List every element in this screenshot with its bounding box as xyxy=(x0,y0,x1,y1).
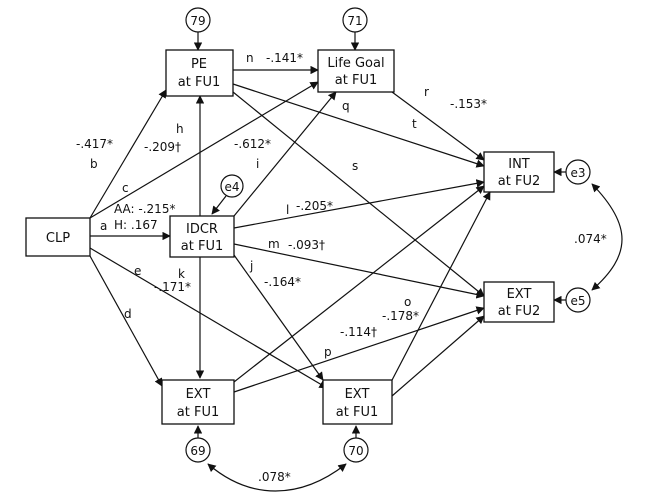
error-ext-right-label: 70 xyxy=(348,444,363,458)
node-ext-fu2: EXT at FU2 xyxy=(483,281,555,323)
path-label-c-coef: -.612* xyxy=(234,137,271,151)
node-lifegoal-line2: at FU1 xyxy=(335,73,377,88)
path-label-n: n xyxy=(246,51,254,65)
path-l-idcr-int xyxy=(233,179,485,229)
path-label-n-coef: -.141* xyxy=(266,51,303,65)
path-c-clp-lifegoal xyxy=(89,81,319,219)
path-label-k: k xyxy=(178,267,185,281)
error-pe-label: 79 xyxy=(190,14,205,28)
covariance-ext-fu1 xyxy=(207,463,347,492)
error-ext-left-label: 69 xyxy=(190,444,205,458)
node-ext2-line2: at FU2 xyxy=(498,304,540,319)
error-idcr-label: e4 xyxy=(224,180,239,194)
error-ext2-label: e5 xyxy=(570,294,585,308)
path-d-clp-ext-left xyxy=(89,255,163,387)
path-t-ext-left-int xyxy=(233,185,485,383)
node-idcr-line1: IDCR xyxy=(186,222,218,237)
path-label-a: a xyxy=(100,219,107,233)
error-ext-right: 70 xyxy=(343,437,369,463)
node-idcr-line2: at FU1 xyxy=(181,239,223,254)
error-int-label: e3 xyxy=(570,166,585,180)
path-label-d: d xyxy=(124,307,132,321)
path-s-pe-ext2 xyxy=(232,91,485,297)
error-arrow-idcr xyxy=(211,195,227,215)
path-q-pe-int xyxy=(232,83,485,168)
path-label-m-coef: -.093† xyxy=(288,238,325,252)
path-label-p: p xyxy=(324,345,332,359)
covariance-label-int-ext2: .074* xyxy=(574,232,607,246)
node-pe-line1: PE xyxy=(191,57,207,72)
node-pe-line2: at FU1 xyxy=(178,75,220,90)
path-label-h-path: -.209† xyxy=(144,140,181,154)
path-label-r: r xyxy=(424,85,429,99)
node-ext-left-line2: at FU1 xyxy=(177,405,219,420)
node-ext-left-line1: EXT xyxy=(186,387,211,402)
path-label-l-coef: -.205* xyxy=(296,199,333,213)
node-ext-right-line2: at FU1 xyxy=(336,405,378,420)
node-pe: PE at FU1 xyxy=(165,49,234,97)
path-m-idcr-ext2 xyxy=(233,243,485,299)
path-label-h-coef: H: .167 xyxy=(114,218,158,232)
node-ext-fu1-right: EXT at FU1 xyxy=(322,379,393,425)
path-label-k-coef: -.171* xyxy=(154,280,191,294)
error-lifegoal: 71 xyxy=(342,7,368,33)
path-label-q: q xyxy=(342,99,350,113)
path-label-h: h xyxy=(176,122,184,136)
node-idcr: IDCR at FU1 xyxy=(169,215,235,258)
error-ext-left: 69 xyxy=(185,437,211,463)
covariance-label-ext-fu1: .078* xyxy=(258,470,291,484)
path-label-m: m xyxy=(268,237,280,251)
error-pe: 79 xyxy=(185,7,211,33)
node-ext-right-line1: EXT xyxy=(345,387,370,402)
node-ext2-line1: EXT xyxy=(507,287,532,302)
path-label-l: l xyxy=(286,203,289,217)
path-label-i: i xyxy=(256,157,259,171)
node-life-goal: Life Goal at FU1 xyxy=(317,49,395,93)
error-int: e3 xyxy=(565,159,591,185)
path-label-p-coef: -.114† xyxy=(340,325,377,339)
node-clp: CLP xyxy=(25,217,91,257)
path-label-c: c xyxy=(122,181,129,195)
node-lifegoal-line1: Life Goal xyxy=(327,56,384,71)
path-label-aa: AA: -.215* xyxy=(114,202,175,216)
path-label-j: j xyxy=(249,259,253,273)
path-label-r-coef: -.153* xyxy=(450,97,487,111)
path-j-idcr-ext-right xyxy=(233,254,324,381)
node-int-line2: at FU2 xyxy=(498,174,540,189)
path-label-o-coef: -.178* xyxy=(382,309,419,323)
path-i-idcr-lifegoal xyxy=(233,91,337,217)
path-label-b-coef: -.417* xyxy=(76,137,113,151)
path-p-ext-left-ext2 xyxy=(233,306,485,393)
path-e-clp-ext-right xyxy=(89,247,328,389)
node-clp-label: CLP xyxy=(46,231,70,246)
path-o-ext-right-ext2 xyxy=(391,315,485,397)
node-int-fu2: INT at FU2 xyxy=(483,151,555,193)
path-b-clp-pe xyxy=(89,89,167,219)
error-idcr: e4 xyxy=(220,174,244,198)
paths xyxy=(89,32,623,492)
covariance-int-ext2 xyxy=(591,183,623,291)
path-label-t: t xyxy=(412,117,417,131)
path-ext-right-int xyxy=(389,191,491,385)
path-label-s: s xyxy=(352,159,358,173)
error-ext2: e5 xyxy=(565,287,591,313)
node-ext-fu1-left: EXT at FU1 xyxy=(161,379,235,425)
path-label-b: b xyxy=(90,157,98,171)
path-label-j-coef: -.164* xyxy=(264,275,301,289)
path-label-e: e xyxy=(134,264,141,278)
path-label-o: o xyxy=(404,295,411,309)
node-int-line1: INT xyxy=(508,157,530,172)
path-r-lifegoal-int xyxy=(391,91,485,161)
path-labels: -.417* b c AA: -.215* a H: .167 e -.171*… xyxy=(76,51,487,359)
error-lifegoal-label: 71 xyxy=(347,14,362,28)
